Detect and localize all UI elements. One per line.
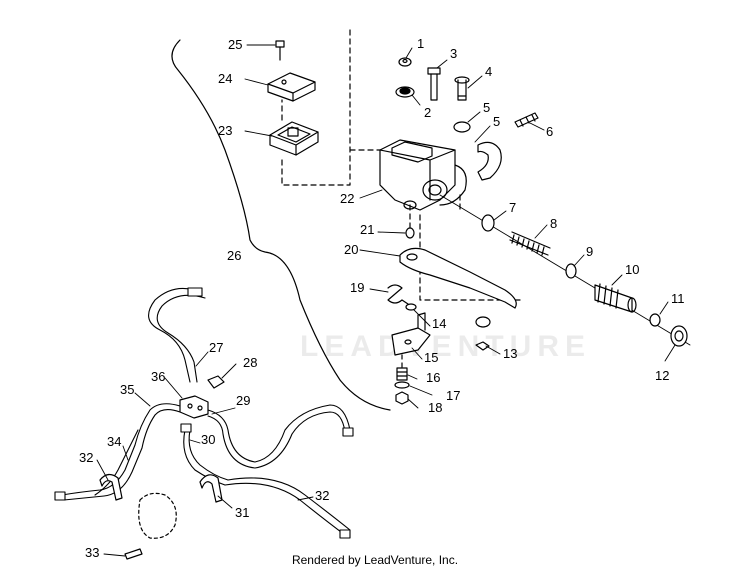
callout-28: 28 bbox=[243, 355, 257, 370]
part-pin-4 bbox=[454, 76, 470, 101]
callout-6: 6 bbox=[546, 124, 553, 139]
callout-22: 22 bbox=[340, 191, 354, 206]
part-bolt-7 bbox=[514, 112, 539, 128]
part-piston-11 bbox=[594, 283, 637, 313]
callout-21: 21 bbox=[360, 222, 374, 237]
callout-17: 17 bbox=[446, 388, 460, 403]
assembly-boundary-line bbox=[171, 39, 391, 411]
callout-8: 8 bbox=[550, 216, 557, 231]
callout-32: 32 bbox=[315, 488, 329, 503]
part-diaphragm-24 bbox=[269, 121, 319, 156]
part-spring-9 bbox=[509, 231, 551, 256]
fitting-29 bbox=[207, 375, 225, 389]
callout-9: 9 bbox=[586, 244, 593, 259]
part-screw-26 bbox=[275, 40, 285, 61]
callout-25: 25 bbox=[228, 37, 242, 52]
callout-19: 19 bbox=[350, 280, 364, 295]
brake-line-28 bbox=[148, 287, 206, 383]
callout-1: 1 bbox=[417, 36, 424, 51]
part-nut-14 bbox=[475, 341, 490, 351]
callout-33: 33 bbox=[85, 545, 99, 560]
callout-29: 29 bbox=[236, 393, 250, 408]
part-boot-13 bbox=[670, 325, 688, 347]
callout-35: 35 bbox=[120, 382, 134, 397]
bore-dashed-guide bbox=[409, 194, 521, 301]
callout-2: 2 bbox=[424, 105, 431, 120]
part-seal-2 bbox=[395, 86, 415, 98]
callout-15: 15 bbox=[424, 350, 438, 365]
callout-5: 5 bbox=[483, 100, 490, 115]
callout-23: 23 bbox=[218, 123, 232, 138]
reservoir-dashed-guide bbox=[281, 29, 381, 186]
tee-fitting-37 bbox=[179, 395, 209, 419]
part-spring-20 bbox=[387, 284, 409, 305]
callout-31: 31 bbox=[235, 505, 249, 520]
part-washer-8 bbox=[481, 214, 495, 232]
footer-credit: Rendered by LeadVenture, Inc. bbox=[291, 553, 459, 567]
clip-32-left bbox=[99, 473, 123, 501]
callout-3: 3 bbox=[450, 46, 457, 61]
callout-4: 4 bbox=[485, 64, 492, 79]
callout-30: 30 bbox=[201, 432, 215, 447]
callout-18: 18 bbox=[428, 400, 442, 415]
callout-14: 14 bbox=[432, 316, 446, 331]
callout-5: 5 bbox=[493, 114, 500, 129]
part-lever-21 bbox=[399, 247, 517, 309]
callout-12: 12 bbox=[655, 368, 669, 383]
callout-32: 32 bbox=[79, 450, 93, 465]
callout-labels: 1234556789101112131415161718192021222324… bbox=[79, 36, 685, 560]
part-clamp-6 bbox=[477, 141, 502, 181]
callout-11: 11 bbox=[671, 291, 685, 306]
part-screw-34 bbox=[124, 548, 143, 560]
callout-leaders bbox=[96, 44, 676, 557]
watermark: LEADVENTURE bbox=[300, 330, 592, 363]
callout-7: 7 bbox=[509, 200, 516, 215]
part-reservoir-cap-25 bbox=[267, 72, 316, 102]
caliper-outline-dashed bbox=[138, 492, 177, 539]
part-washer-10 bbox=[565, 263, 577, 279]
callout-20: 20 bbox=[344, 242, 358, 257]
callout-10: 10 bbox=[625, 262, 639, 277]
brake-line-30 bbox=[207, 404, 354, 469]
part-washer-18 bbox=[394, 381, 410, 389]
callout-26: 26 bbox=[227, 248, 241, 263]
part-bushing-22 bbox=[405, 227, 415, 239]
part-washer-5-upper bbox=[453, 121, 471, 133]
clip-32-right bbox=[199, 474, 223, 503]
part-washer-1 bbox=[398, 57, 412, 67]
part-circlip-12 bbox=[649, 313, 661, 327]
cylinder-axis-line bbox=[439, 194, 691, 346]
part-washer-15 bbox=[405, 303, 417, 311]
callout-24: 24 bbox=[218, 71, 232, 86]
callout-34: 34 bbox=[107, 434, 121, 449]
brake-line-35 bbox=[94, 429, 139, 496]
part-bolt-3 bbox=[427, 67, 441, 101]
brake-line-36 bbox=[54, 403, 181, 501]
part-washer-5-lower bbox=[475, 316, 491, 328]
part-switch-17 bbox=[396, 367, 408, 381]
callout-27: 27 bbox=[209, 340, 223, 355]
callout-13: 13 bbox=[503, 346, 517, 361]
callout-36: 36 bbox=[151, 369, 165, 384]
part-bracket-16 bbox=[391, 312, 431, 356]
part-nut-19 bbox=[395, 391, 409, 405]
part-master-cylinder-23 bbox=[379, 139, 467, 211]
callout-16: 16 bbox=[426, 370, 440, 385]
